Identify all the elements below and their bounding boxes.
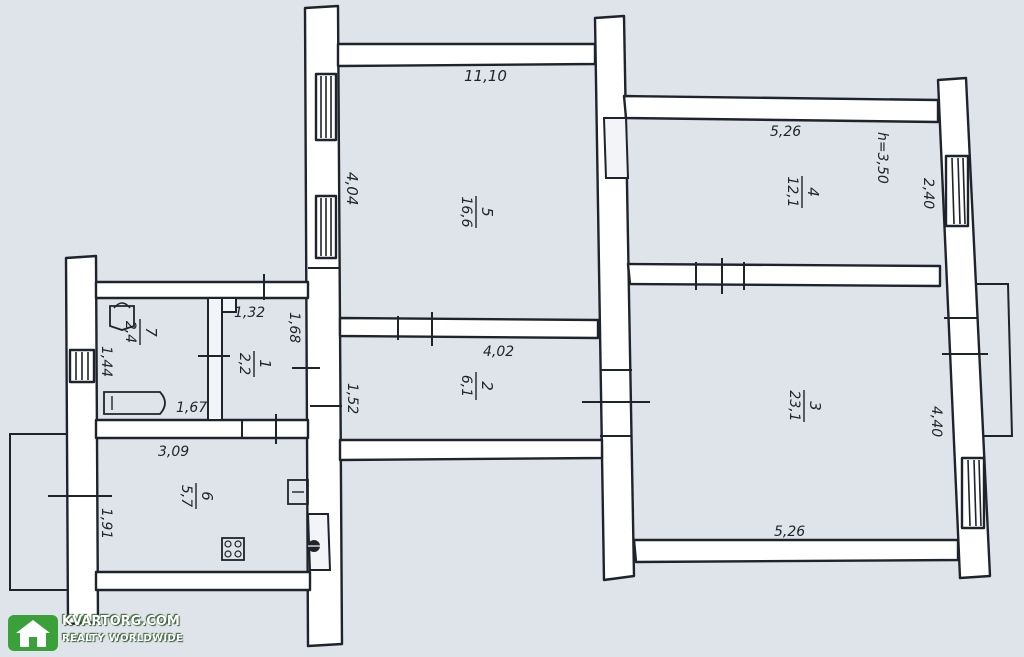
room-1-number: 1 [256,359,274,369]
room-7-label: 7 2,4 [122,319,160,345]
room-4-area: 12,1 [784,176,800,207]
room-5-number: 5 [478,207,496,217]
room-6-number: 6 [198,491,216,501]
dim-right-top-height: 2,40 [920,178,936,209]
room-6-label: 6 5,7 [178,483,216,509]
toilet-icon [109,302,135,331]
room-3-label: 3 23,1 [786,390,824,422]
room-5-label: 5 16,6 [458,196,496,228]
dimension-labels: 11,10 4,04 4,02 1,52 1,32 1,68 1,44 1,67… [98,67,944,540]
wall-room5-room2 [338,316,600,340]
room-2-area: 6,1 [458,375,474,397]
bathtub-icon [103,391,166,415]
dim-right-bottom-width: 5,26 [774,524,805,540]
room-5-area: 16,6 [458,196,474,227]
dim-ceiling-height: h=3,50 [874,132,890,184]
wall-top-left-block [94,280,310,300]
watermark-tagline: REALTY WORLDWIDE [62,633,184,644]
dim-kitchen-width: 3,09 [158,444,189,460]
stove-icon [221,537,245,561]
window-right-2 [960,456,986,530]
windows [48,72,988,530]
room-4-number: 4 [804,187,822,197]
walls [9,4,1014,648]
window-right-1 [944,154,970,228]
dim-right-bottom-height: 4,40 [928,406,944,437]
room-3-number: 3 [806,401,824,411]
room-7-area: 2,4 [122,321,138,343]
fixtures [103,302,320,561]
wall-bath-wc [207,297,223,421]
wall-left-outer [64,254,100,626]
room-4-label: 4 12,1 [784,176,822,208]
room-7-number: 7 [142,327,160,337]
room-3-area: 23,1 [786,390,802,421]
wall-bottom-left-block [94,570,312,592]
wall-bath-kitchen [94,418,310,440]
heater-icon [308,540,320,552]
dim-bath-length: 1,67 [176,400,207,416]
dim-right-top-width: 5,26 [770,124,801,140]
dim-kitchen-depth: 1,91 [98,508,114,539]
balcony-right [976,283,1014,437]
dim-top-width: 11,10 [464,67,507,85]
dim-bath-depth: 1,44 [98,346,114,377]
room-labels: 5 16,6 2 6,1 4 12,1 3 23,1 7 2,4 [122,176,824,509]
wall-kitchen-notch [306,513,332,571]
watermark-brand: KVARTORG.COM [62,614,180,629]
wall-room4-notch [602,117,630,179]
room-2-label: 2 6,1 [458,372,496,400]
dim-bath-width: 1,32 [234,305,265,321]
room-1-label: 1 2,2 [236,351,274,377]
room-6-area: 5,7 [178,485,194,507]
house-icon [8,615,58,651]
wall-room4-room3 [626,262,942,288]
wall-wc-corner [221,297,237,313]
dim-left-height: 4,04 [343,172,361,205]
wall-top-room4 [622,94,940,124]
balcony-left [9,433,68,591]
wall-bottom-room2 [338,438,604,462]
dim-middle-height: 1,52 [344,383,360,414]
wall-bottom-room3 [632,538,960,564]
wall-top-room5 [336,42,597,68]
dim-bath-height: 1,68 [286,312,302,343]
watermark: KVARTORG.COM REALTY WORLDWIDE [8,613,198,653]
dim-middle-width: 4,02 [483,344,514,360]
room-1-area: 2,2 [236,353,252,375]
sink-icon [287,479,309,505]
room-2-number: 2 [478,381,496,391]
